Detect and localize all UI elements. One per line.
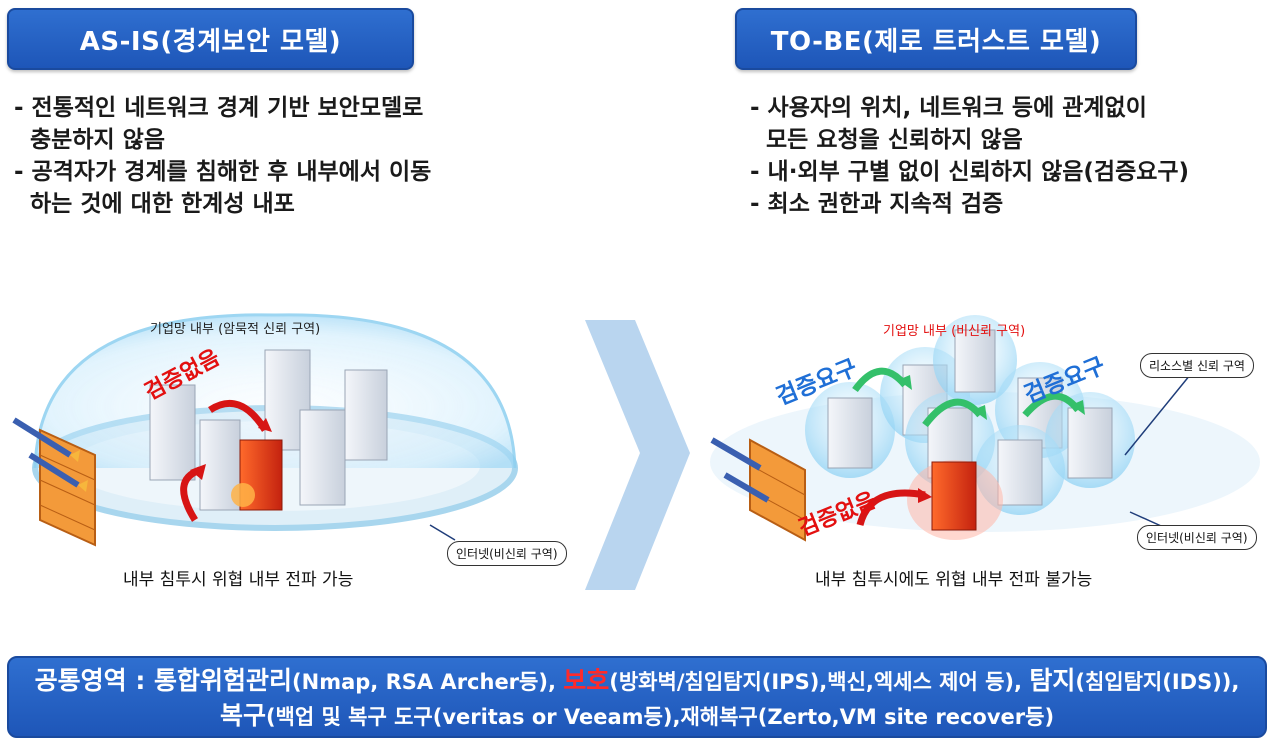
bullet-line: 충분하지 않음 (14, 127, 165, 153)
resource-trust-zone-icon (805, 315, 1135, 540)
to-be-internet-label: 인터넷(비신뢰 구역) (1137, 525, 1257, 550)
common-area-label: 공통영역 : (34, 666, 155, 695)
to-be-title-text: TO-BE(제로 트러스트 모델) (770, 26, 1102, 57)
transition-chevron-icon (585, 320, 690, 590)
bullet-line: - 전통적인 네트워크 경계 기반 보안모델로 (14, 95, 424, 121)
to-be-bullets: - 사용자의 위치, 네트워크 등에 관계없이 모든 요청을 신뢰하지 않음 -… (750, 92, 1189, 220)
as-is-dome-label: 기업망 내부 (암묵적 신뢰 구역) (150, 322, 321, 337)
as-is-title-text: AS-IS(경계보안 모델) (79, 26, 342, 57)
detection-tools: (침입탐지(IDS)), (1075, 670, 1240, 694)
as-is-title: AS-IS(경계보안 모델) (7, 8, 414, 70)
to-be-scene (710, 315, 1260, 542)
as-is-bullets: - 전통적인 네트워크 경계 기반 보안모델로 충분하지 않음 - 공격자가 경… (14, 92, 431, 220)
as-is-caption: 내부 침투시 위협 내부 전파 가능 (123, 570, 354, 590)
as-is-internet-label: 인터넷(비신뢰 구역) (447, 541, 567, 566)
risk-management-tools: (Nmap, RSA Archer등), (292, 670, 564, 694)
protection-tools: (방화벽/침입탐지(IPS),백신,엑세스 제어 등), (609, 670, 1030, 694)
server-stack-icon (149, 349, 388, 511)
resource-zone-label: 리소스별 신뢰 구역 (1140, 353, 1254, 378)
attack-missile-icon (710, 437, 770, 503)
protection-label: 보호 (563, 666, 610, 695)
to-be-caption: 내부 침투시에도 위협 내부 전파 불가능 (815, 570, 1093, 590)
bullet-line: - 사용자의 위치, 네트워크 등에 관계없이 (750, 95, 1147, 121)
risk-management-label: 통합위험관리 (154, 666, 293, 695)
bullet-line: - 내·외부 구별 없이 신뢰하지 않음(검증요구) (750, 159, 1190, 185)
to-be-dome-label: 기업망 내부 (비신뢰 구역) (883, 324, 1026, 339)
bullet-line: - 최소 권한과 지속적 검증 (750, 191, 1004, 217)
recovery-label: 복구 (219, 701, 266, 730)
detection-label: 탐지 (1029, 666, 1076, 695)
to-be-title: TO-BE(제로 트러스트 모델) (735, 8, 1137, 70)
common-area-box: 공통영역 : 통합위험관리(Nmap, RSA Archer등), 보호(방화벽… (7, 656, 1267, 738)
bullet-line: 모든 요청을 신뢰하지 않음 (750, 127, 1023, 153)
bullet-line: 하는 것에 대한 한계성 내포 (14, 191, 295, 217)
recovery-tools: (백업 및 복구 도구(veritas or Veeam등),재해복구(Zert… (265, 705, 1055, 729)
fire-icon (231, 483, 255, 507)
bullet-line: - 공격자가 경계를 침해한 후 내부에서 이동 (14, 159, 432, 185)
attack-missile-icon (12, 417, 88, 492)
lateral-move-arrow-icon (208, 399, 268, 432)
as-is-scene (12, 313, 518, 547)
